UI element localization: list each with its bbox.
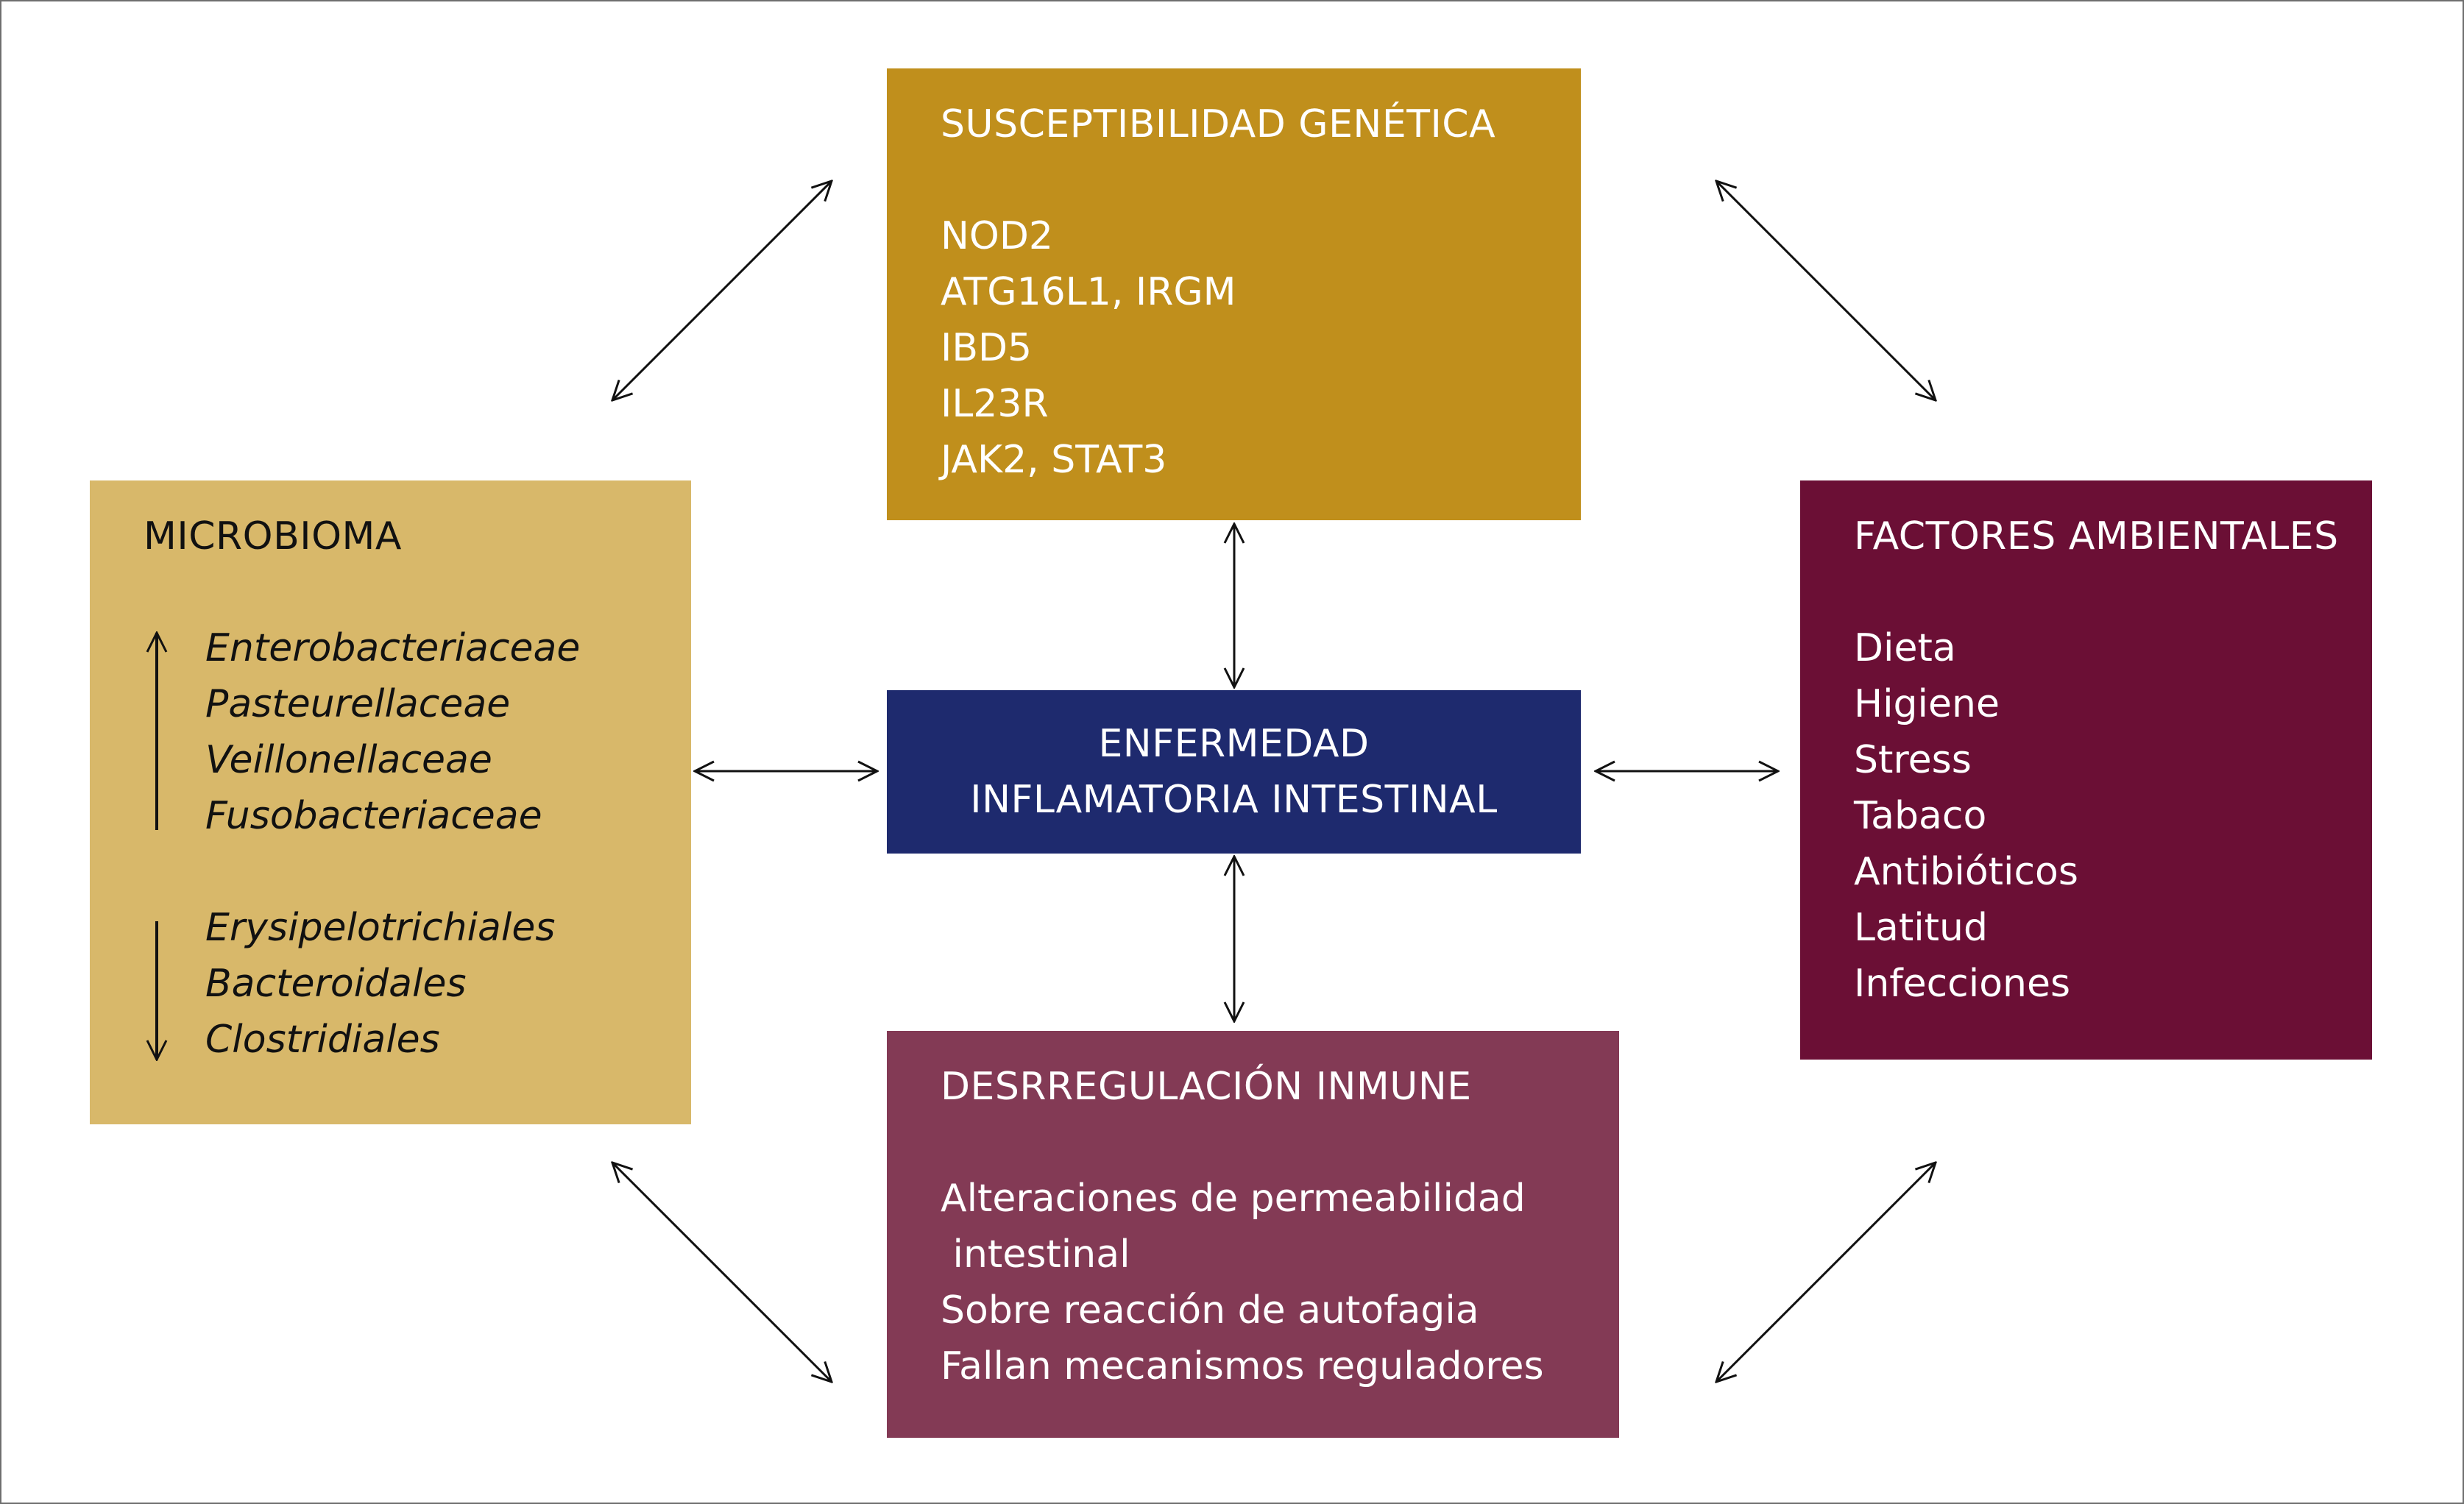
increased-taxon: Fusobacteriaceae [205,794,542,838]
environmental-factor-item: Higiene [1854,682,2000,726]
genetic-susceptibility-title: SUSCEPTIBILIDAD GENÉTICA [941,102,1496,146]
immune-factor-item: intestinal [941,1232,1130,1277]
genetic-factor-item: JAK2, STAT3 [941,438,1167,482]
environmental-factor-list: Dieta Higiene Stress Tabaco Antibióticos… [1854,620,2372,1012]
ibd-title-line-2: INFLAMATORIA INTESTINAL [970,778,1498,822]
immune-factor-item: Fallan mecanismos reguladores [941,1344,1544,1388]
arrow-microbiome-genetic [612,181,832,400]
microbiome-title: MICROBIOMA [144,514,402,558]
decreased-taxon: Clostridiales [205,1018,440,1062]
decreased-taxon: Erysipelotrichiales [205,906,556,950]
increased-taxon: Veillonellaceae [205,738,492,782]
environmental-factor-item: Antibióticos [1854,850,2078,894]
environmental-factor-item: Stress [1854,738,1972,782]
environmental-factor-item: Tabaco [1854,794,1987,838]
immune-factor-item: Sobre reacción de autofagia [941,1288,1479,1333]
immune-factor-list: Alteraciones de permeabilidad intestinal… [941,1171,1619,1394]
arrow-genetic-environment [1716,181,1936,400]
microbiome-list: Enterobacteriaceae Pasteurellaceae Veill… [205,620,691,1068]
increased-taxon: Pasteurellaceae [205,682,511,726]
ibd-title-line-1: ENFERMEDAD [1098,722,1370,766]
immune-dysregulation-box: DESRREGULACIÓN INMUNE Alteraciones de pe… [887,1031,1619,1438]
arrow-immune-environment [1716,1163,1936,1382]
ibd-center-box: ENFERMEDAD INFLAMATORIA INTESTINAL [887,690,1581,854]
genetic-factor-item: IL23R [941,382,1049,426]
immune-dysregulation-title: DESRREGULACIÓN INMUNE [941,1065,1472,1109]
environmental-factors-title: FACTORES AMBIENTALES [1854,514,2339,558]
environmental-factor-item: Latitud [1854,906,1989,950]
arrow-microbiome-immune [612,1163,832,1382]
genetic-factor-item: NOD2 [941,214,1053,258]
genetic-factor-list: NOD2 ATG16L1, IRGM IBD5 IL23R JAK2, STAT… [941,208,1581,488]
microbiome-box: MICROBIOMA Enterobacteriaceae Pasteurell… [90,480,691,1124]
genetic-factor-item: IBD5 [941,326,1033,370]
increased-taxon: Enterobacteriaceae [205,626,581,670]
environmental-factors-box: FACTORES AMBIENTALES Dieta Higiene Stres… [1800,480,2372,1060]
genetic-susceptibility-box: SUSCEPTIBILIDAD GENÉTICA NOD2 ATG16L1, I… [887,68,1581,520]
immune-factor-item: Alteraciones de permeabilidad [941,1177,1526,1221]
decreased-taxon: Bacteroidales [205,962,467,1006]
environmental-factor-item: Dieta [1854,626,1956,670]
genetic-factor-item: ATG16L1, IRGM [941,270,1236,314]
environmental-factor-item: Infecciones [1854,962,2071,1006]
